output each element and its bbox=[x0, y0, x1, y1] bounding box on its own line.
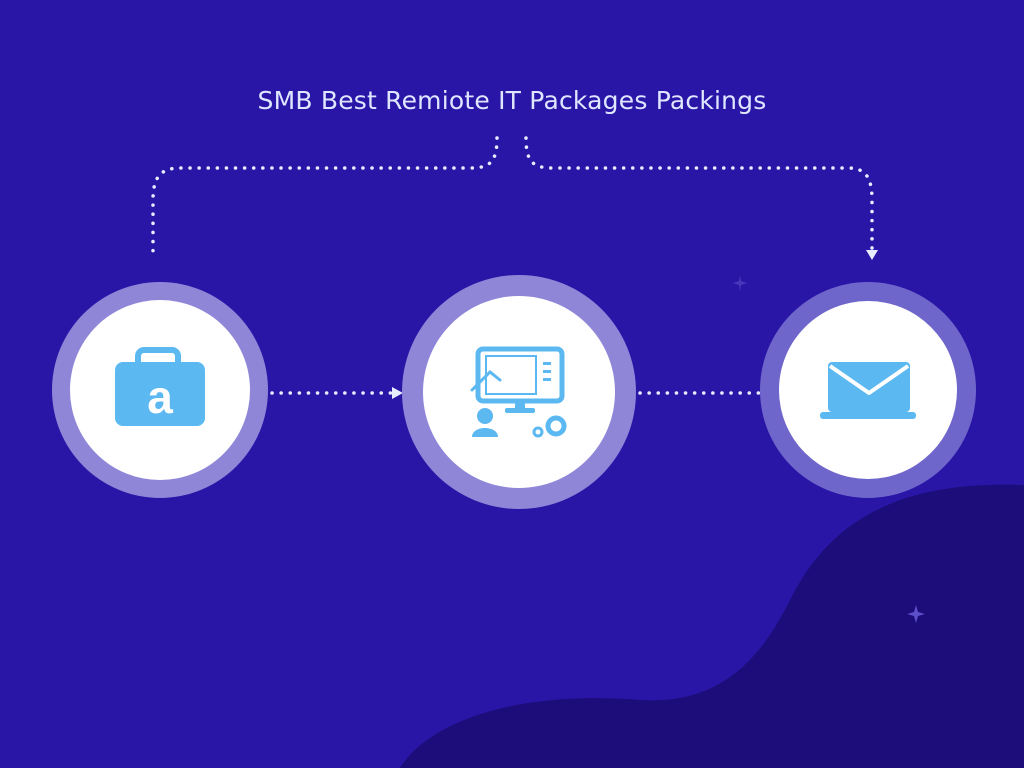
briefcase-glyph: a bbox=[147, 371, 173, 423]
node-2 bbox=[402, 275, 636, 509]
background-wave bbox=[400, 484, 1024, 768]
arrowhead-node-3 bbox=[866, 250, 878, 260]
monitor-user-icon bbox=[470, 346, 567, 438]
arrowhead-node-2 bbox=[392, 387, 403, 399]
connector-title-to-node-1 bbox=[151, 136, 499, 260]
connector-title-to-node-3 bbox=[524, 136, 874, 252]
node-3 bbox=[760, 282, 976, 498]
diagram-title: SMB Best Remiote IT Packages Packings bbox=[257, 86, 767, 115]
sparkle-decoration bbox=[733, 275, 925, 623]
laptop-mail-icon bbox=[820, 362, 916, 419]
node-1: a bbox=[52, 282, 268, 498]
briefcase-a-icon: a bbox=[115, 347, 205, 426]
